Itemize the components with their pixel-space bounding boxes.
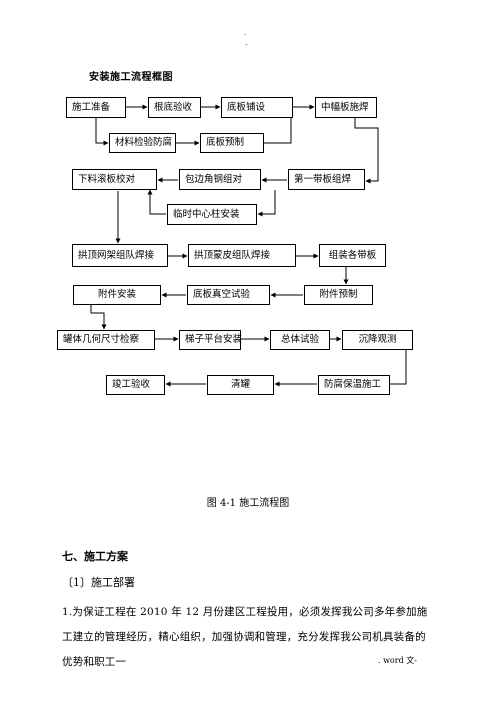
step-attachment-prefab: 附件预制 xyxy=(304,285,373,305)
step-material-inspection: 材料检验防腐 xyxy=(109,133,176,153)
step-dome-skin-welding: 拱顶蒙皮组队焊接 xyxy=(188,244,296,267)
body-paragraph: 1.为保证工程在 2010 年 12 月份建区工程投用，必须发挥我公司多年参加施… xyxy=(62,606,428,668)
figure-caption: 图 4-1 施工流程图 xyxy=(206,498,290,509)
step-geometry-check: 罐体几何尺寸检察 xyxy=(57,330,155,350)
step-first-belt-welding: 第一带板组焊 xyxy=(288,169,365,190)
step-cutting-rolling: 下料滚板校对 xyxy=(72,169,157,190)
step-middle-plate-welding: 中幅板施焊 xyxy=(315,97,377,118)
step-dome-frame-welding: 拱顶网架组队焊接 xyxy=(72,244,168,267)
step-vacuum-test: 底板真空试验 xyxy=(187,285,270,305)
step-completion-acceptance: 竣工验收 xyxy=(106,375,165,395)
step-temp-center-column: 临时中心柱安装 xyxy=(167,204,257,225)
step-anticorrosion: 防腐保温施工 xyxy=(318,375,390,395)
step-attachment-install: 附件安装 xyxy=(73,285,161,305)
footer-left: . xyxy=(92,658,95,667)
step-preparation: 施工准备 xyxy=(66,97,126,118)
step-assemble-belts: 组装各带板 xyxy=(319,244,386,267)
step-angle-steel: 包边角钢组对 xyxy=(179,169,261,190)
section-heading: 七、施工方案 xyxy=(62,550,128,563)
footer-right: . word 文- xyxy=(378,656,417,665)
step-bottom-plate-laying: 底板铺设 xyxy=(221,97,293,118)
step-ladder-platform: 梯子平台安装 xyxy=(179,330,242,350)
step-foundation-acceptance: 根底验收 xyxy=(148,97,201,118)
step-tank-cleaning: 清罐 xyxy=(207,375,274,395)
step-settlement-observation: 沉降观测 xyxy=(342,330,413,350)
step-overall-test: 总体试验 xyxy=(270,330,330,350)
step-bottom-plate-prefab: 底板预制 xyxy=(200,133,264,153)
figure-title: 安装施工流程框图 xyxy=(89,72,173,83)
header-mark-bottom: - xyxy=(245,40,248,49)
header-mark-top: . xyxy=(244,28,247,37)
subsection-heading: 〔1〕施工部署 xyxy=(62,576,135,589)
